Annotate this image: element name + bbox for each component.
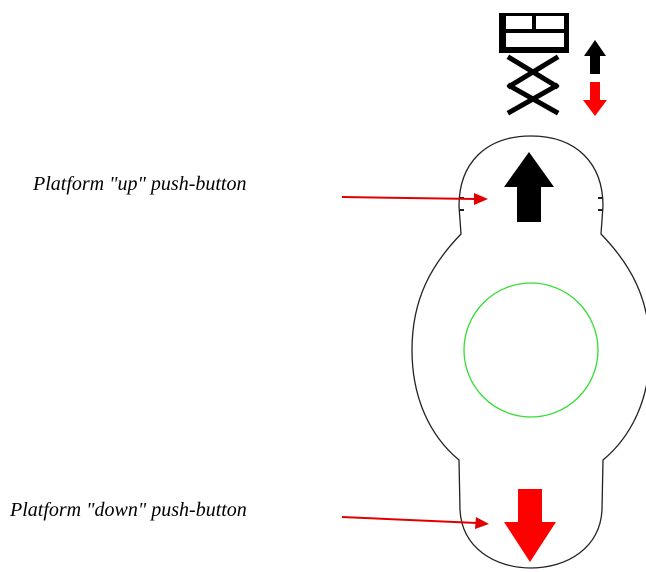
pendant-outline xyxy=(411,135,646,569)
center-circle xyxy=(463,282,599,418)
down-button-label: Platform "down" push-button xyxy=(10,499,247,521)
small-up-arrow-icon xyxy=(584,40,606,74)
scissor-lift-icon xyxy=(499,13,569,116)
pointer-down xyxy=(341,516,489,529)
pointer-up xyxy=(341,193,488,205)
down-arrow-icon[interactable] xyxy=(504,489,556,562)
up-arrow-icon[interactable] xyxy=(504,152,554,222)
up-button-label: Platform "up" push-button xyxy=(33,173,247,195)
small-down-arrow-icon xyxy=(583,82,607,116)
